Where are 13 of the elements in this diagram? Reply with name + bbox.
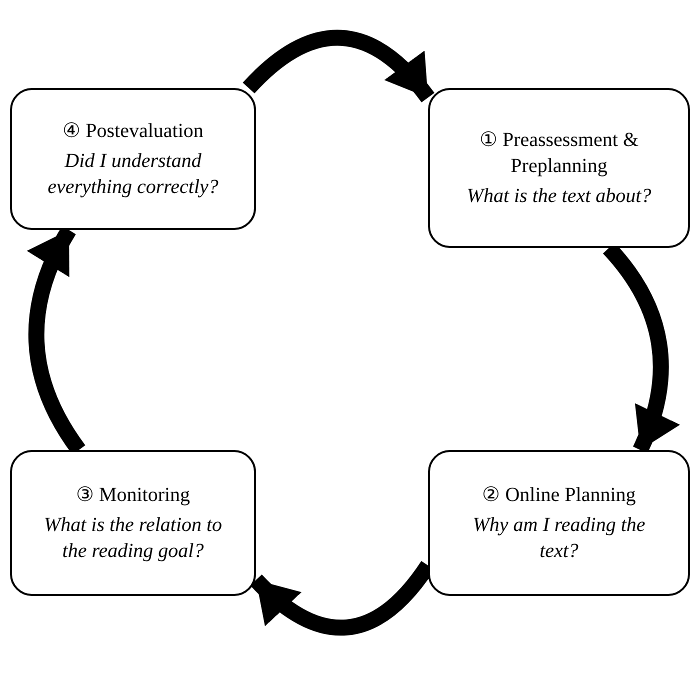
step-question: What is the relation to the reading goal? [42,513,224,564]
process-box [428,88,690,248]
process-box [10,450,256,596]
step-heading: ② Online Planning [482,483,636,508]
step-heading: ④ Postevaluation [62,119,204,144]
curved-arrow [242,30,434,103]
process-box [428,450,690,596]
step-question: Did I understand everything correctly? [46,149,220,200]
step-question: What is the text about? [466,184,652,209]
step-question: Why am I reading the text? [472,513,646,564]
step-heading: ③ Monitoring [76,483,190,508]
step-heading: ① Preassessment & Preplanning [478,128,640,179]
process-box [10,88,256,230]
